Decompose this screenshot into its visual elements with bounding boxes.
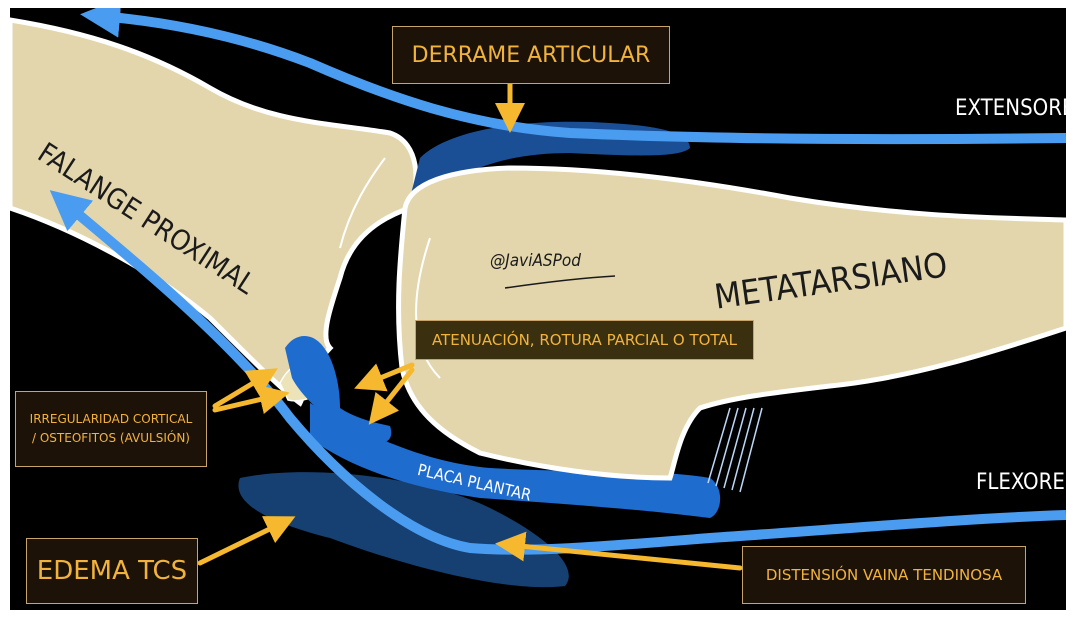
derrame-text: Derrame articular [412, 43, 651, 68]
distension-text: Distensión vaina tendinosa [766, 566, 1002, 584]
watermark-label: @JaviASPod [490, 251, 581, 271]
extensores-label: Extensores [955, 96, 1066, 121]
irregularidad-callout: Irregularidad cortical / osteofitos (avu… [15, 391, 207, 467]
diagram-canvas: Falange proximal Metatarsiano @JaviASPod… [10, 8, 1066, 610]
arrow-edema [200, 523, 282, 563]
irregularidad-text-1: Irregularidad cortical [30, 410, 193, 429]
anatomy-illustration [10, 8, 1066, 610]
atenuacion-text: Atenuación, rotura parcial o total [432, 331, 737, 349]
distension-callout: Distensión vaina tendinosa [742, 546, 1026, 604]
atenuacion-callout: Atenuación, rotura parcial o total [415, 320, 754, 360]
flexores-label: Flexores [976, 470, 1066, 495]
edema-callout: Edema TCS [26, 538, 198, 604]
irregularidad-text-2: / osteofitos (avulsión) [32, 429, 190, 448]
edema-text: Edema TCS [37, 556, 187, 586]
derrame-callout: Derrame articular [392, 26, 670, 84]
plate-fibers [708, 408, 762, 492]
